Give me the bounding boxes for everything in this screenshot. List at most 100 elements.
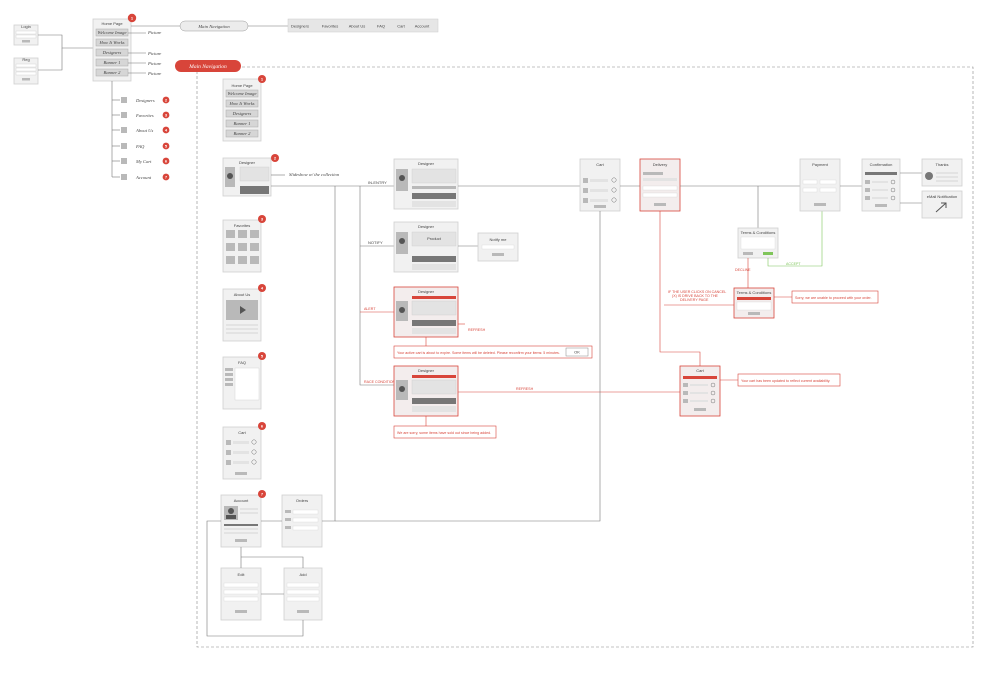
- notify-me-popup[interactable]: Notify me: [477, 232, 519, 262]
- badge-number: 7: [165, 174, 168, 179]
- cart-updated-message: Your cart has been updated to reflect cu…: [741, 379, 830, 383]
- top-nav-item[interactable]: Account: [415, 24, 430, 29]
- side-link-label[interactable]: Favorites: [135, 113, 154, 118]
- top-nav-item[interactable]: Favorites: [322, 24, 338, 29]
- faq-screen[interactable]: FAQ 5: [222, 352, 266, 410]
- terms-title: Terms & Conditions: [741, 230, 776, 235]
- login-label: Login: [21, 24, 31, 29]
- designer-screen-notify[interactable]: Designer Product: [393, 221, 459, 273]
- side-link-label[interactable]: My Cart: [135, 159, 152, 164]
- side-link-label[interactable]: Designers: [135, 98, 155, 103]
- screen-title: Designer: [418, 161, 435, 166]
- home-menu-item[interactable]: Welcome Image: [97, 30, 126, 35]
- badge-number: 6: [261, 424, 264, 429]
- cancel-note: (X) IS DRIVE BACK TO THE: [672, 294, 719, 298]
- expire-message: Your active cart is about to expire. Som…: [397, 351, 560, 355]
- orders-screen[interactable]: Orders: [281, 494, 323, 548]
- designer-screen-alert[interactable]: Designer: [393, 286, 459, 338]
- notify-me-title: Notify me: [490, 237, 508, 242]
- badge-number: 5: [261, 354, 264, 359]
- home-screen-item[interactable]: How It Works: [228, 101, 254, 106]
- accept-label: ACCEPT: [786, 262, 801, 266]
- home-menu-item[interactable]: Banner 1: [104, 60, 121, 65]
- ok-button[interactable]: [565, 347, 589, 357]
- home-menu-item[interactable]: Designers: [102, 50, 122, 55]
- screen-title: Thanks: [935, 162, 948, 167]
- top-nav-item[interactable]: FAQ: [377, 24, 385, 29]
- top-nav-item[interactable]: Designers: [291, 24, 309, 29]
- screen-title: Home Page: [231, 83, 253, 88]
- payment-screen[interactable]: Payment: [799, 158, 841, 212]
- account-screen[interactable]: Account 7: [220, 490, 266, 548]
- expire-alert-box: Your active cart is about to expire. Som…: [393, 345, 593, 359]
- badge: [258, 352, 266, 360]
- badge: [162, 157, 170, 165]
- delivery-screen[interactable]: Delivery: [639, 158, 681, 212]
- screen-title: Cart: [596, 162, 604, 167]
- cart-updated-screen[interactable]: Cart: [679, 365, 721, 417]
- main-navigation-header: [175, 60, 241, 72]
- terms-conditions-decline[interactable]: Terms & Conditions: [733, 287, 775, 319]
- inventory-label: IN-ENTRY: [368, 180, 387, 185]
- designer-screen-instock[interactable]: Designer: [393, 158, 459, 210]
- add-screen[interactable]: Add: [283, 567, 323, 621]
- cart-updated-alert-box: Your cart has been updated to reflect cu…: [737, 373, 841, 387]
- external-arrow-icon: [935, 202, 947, 213]
- home-page-screen: 1 Home Page Welcome Image How It Works D…: [222, 75, 266, 142]
- home-screen-item[interactable]: Banner 1: [234, 121, 251, 126]
- login-screen[interactable]: Login: [13, 24, 39, 46]
- picture-label: Picture: [147, 61, 161, 66]
- cancel-note: DELIVERY PAGE: [680, 298, 709, 302]
- designer-screen[interactable]: Designer 2: [222, 154, 279, 197]
- badge-number: 3: [261, 217, 264, 222]
- top-navigation-bar: [287, 18, 439, 33]
- home-menu-item[interactable]: Banner 2: [104, 70, 122, 75]
- badge: [127, 13, 137, 23]
- screen-title: Edit: [238, 572, 246, 577]
- thanks-screen[interactable]: Thanks: [921, 158, 963, 187]
- home-screen-item[interactable]: Welcome Image: [227, 91, 256, 96]
- register-label: Reg: [22, 57, 29, 62]
- screen-title: Payment: [812, 162, 829, 167]
- picture-label: Picture: [147, 30, 161, 35]
- home-page-title: Home Page: [101, 21, 123, 26]
- home-page-menu: Home Page Welcome Image How It Works Des…: [92, 18, 132, 82]
- terms-conditions-popup[interactable]: Terms & Conditions: [737, 227, 779, 259]
- cancel-note: IF THE USER CLICKS ON CANCEL: [668, 290, 726, 294]
- home-screen-item[interactable]: Designers: [232, 111, 252, 116]
- designer-screen-race[interactable]: Designer: [393, 365, 459, 417]
- favorites-screen[interactable]: Favorites 3: [222, 215, 266, 273]
- register-screen[interactable]: Reg: [13, 57, 39, 85]
- ok-button-label: OK: [574, 350, 580, 355]
- side-link-label[interactable]: Account: [135, 175, 152, 180]
- top-nav-item[interactable]: Cart: [397, 24, 405, 29]
- side-link-label[interactable]: FAQ: [135, 144, 145, 149]
- confirmation-screen[interactable]: Confirmation: [861, 158, 901, 212]
- edit-screen[interactable]: Edit: [220, 567, 262, 621]
- check-icon: [925, 172, 933, 180]
- email-notification-screen[interactable]: eMail Notification: [921, 190, 963, 219]
- home-screen-item[interactable]: Banner 2: [234, 131, 252, 136]
- badge: [258, 75, 266, 83]
- refresh-label-2: REFRESH: [516, 387, 534, 391]
- cart-screen-left[interactable]: Cart 6: [222, 422, 266, 480]
- badge: [162, 126, 170, 134]
- main-navigation-header-label: Main Navigation: [188, 64, 227, 70]
- side-link-label[interactable]: About Us: [135, 128, 153, 133]
- sorry-message: Sorry, we are unable to proceed with you…: [795, 296, 871, 300]
- notify-label: NOTIFY: [368, 240, 383, 245]
- badge: [258, 490, 266, 498]
- badge: [162, 142, 170, 150]
- top-nav-item[interactable]: About Us: [349, 24, 365, 29]
- cart-screen[interactable]: Cart: [579, 158, 621, 212]
- badge-number: 4: [165, 127, 168, 132]
- home-menu-item[interactable]: How It Works: [98, 40, 124, 45]
- alert-label: ALERT: [364, 307, 376, 311]
- about-us-screen[interactable]: About Us 4: [222, 284, 266, 342]
- sorry-alert-box: Sorry, we are unable to proceed with you…: [791, 290, 879, 304]
- screen-title: Delivery: [653, 162, 667, 167]
- soldout-message: We are sorry, some items have sold out s…: [397, 431, 491, 435]
- badge: [271, 154, 279, 162]
- screen-title: Designer: [418, 368, 435, 373]
